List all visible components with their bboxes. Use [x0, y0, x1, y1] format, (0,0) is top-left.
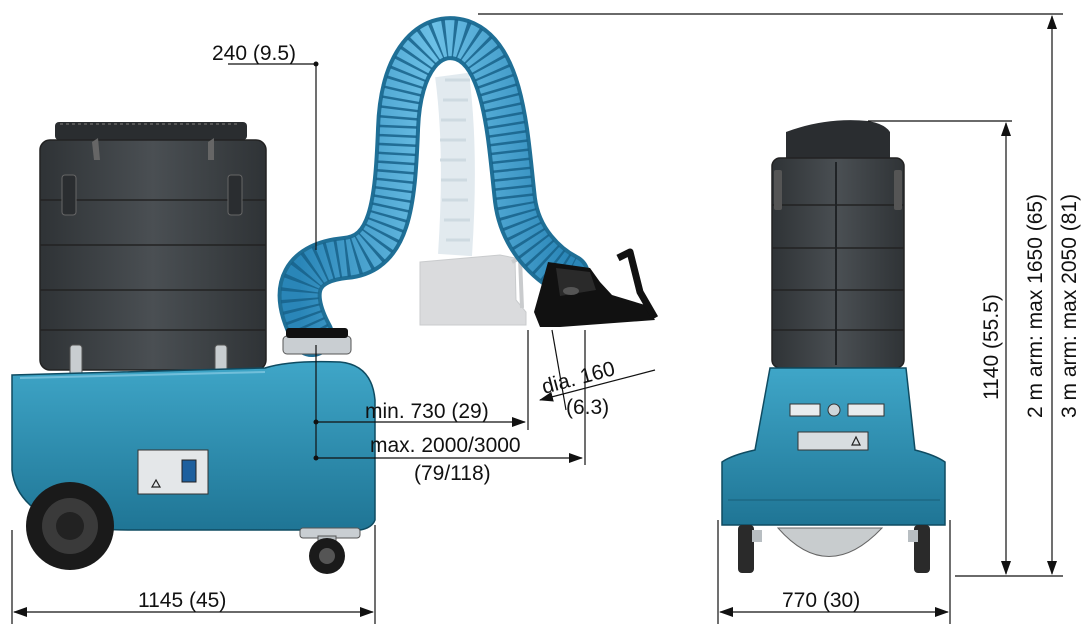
front-filter-cabinet [771, 120, 905, 369]
rear-wheel [26, 482, 114, 570]
flexible-hose [277, 16, 590, 357]
front-view [721, 120, 946, 573]
side-width-label: 1145 (45) [138, 589, 226, 612]
nozzle-diameter-label: dia. 160 [539, 357, 617, 399]
nozzle-diameter-inch-label: (6.3) [566, 396, 609, 419]
max-reach-label: max. 2000/3000 [370, 434, 521, 457]
front-wheels [738, 525, 930, 573]
extraction-hood [534, 248, 659, 327]
filter-cabinet [39, 122, 267, 396]
unit-height-label: 1140 (55.5) [980, 294, 1003, 400]
side-view [11, 16, 659, 574]
blower-base [11, 360, 376, 531]
max-reach-inch-label: (79/118) [414, 462, 491, 485]
hose-collar [282, 328, 352, 355]
arm-height-3m-label: 3 m arm: max 2050 (81) [1058, 194, 1081, 418]
ghost-hood [419, 72, 527, 326]
min-reach-label: min. 730 (29) [365, 400, 489, 423]
top-offset-label: 240 (9.5) [212, 42, 296, 65]
warning-triangle-icon [150, 478, 162, 488]
warning-triangle-icon-front [851, 435, 861, 446]
castor-wheel [299, 527, 361, 574]
arm-height-2m-label: 2 m arm: max 1650 (65) [1024, 194, 1047, 418]
dimension-labels: 240 (9.5) min. 730 (29) max. 2000/3000 (… [138, 42, 1081, 612]
dimension-lines [11, 13, 1063, 624]
front-width-label: 770 (30) [782, 589, 860, 612]
front-blower-base [721, 367, 946, 526]
